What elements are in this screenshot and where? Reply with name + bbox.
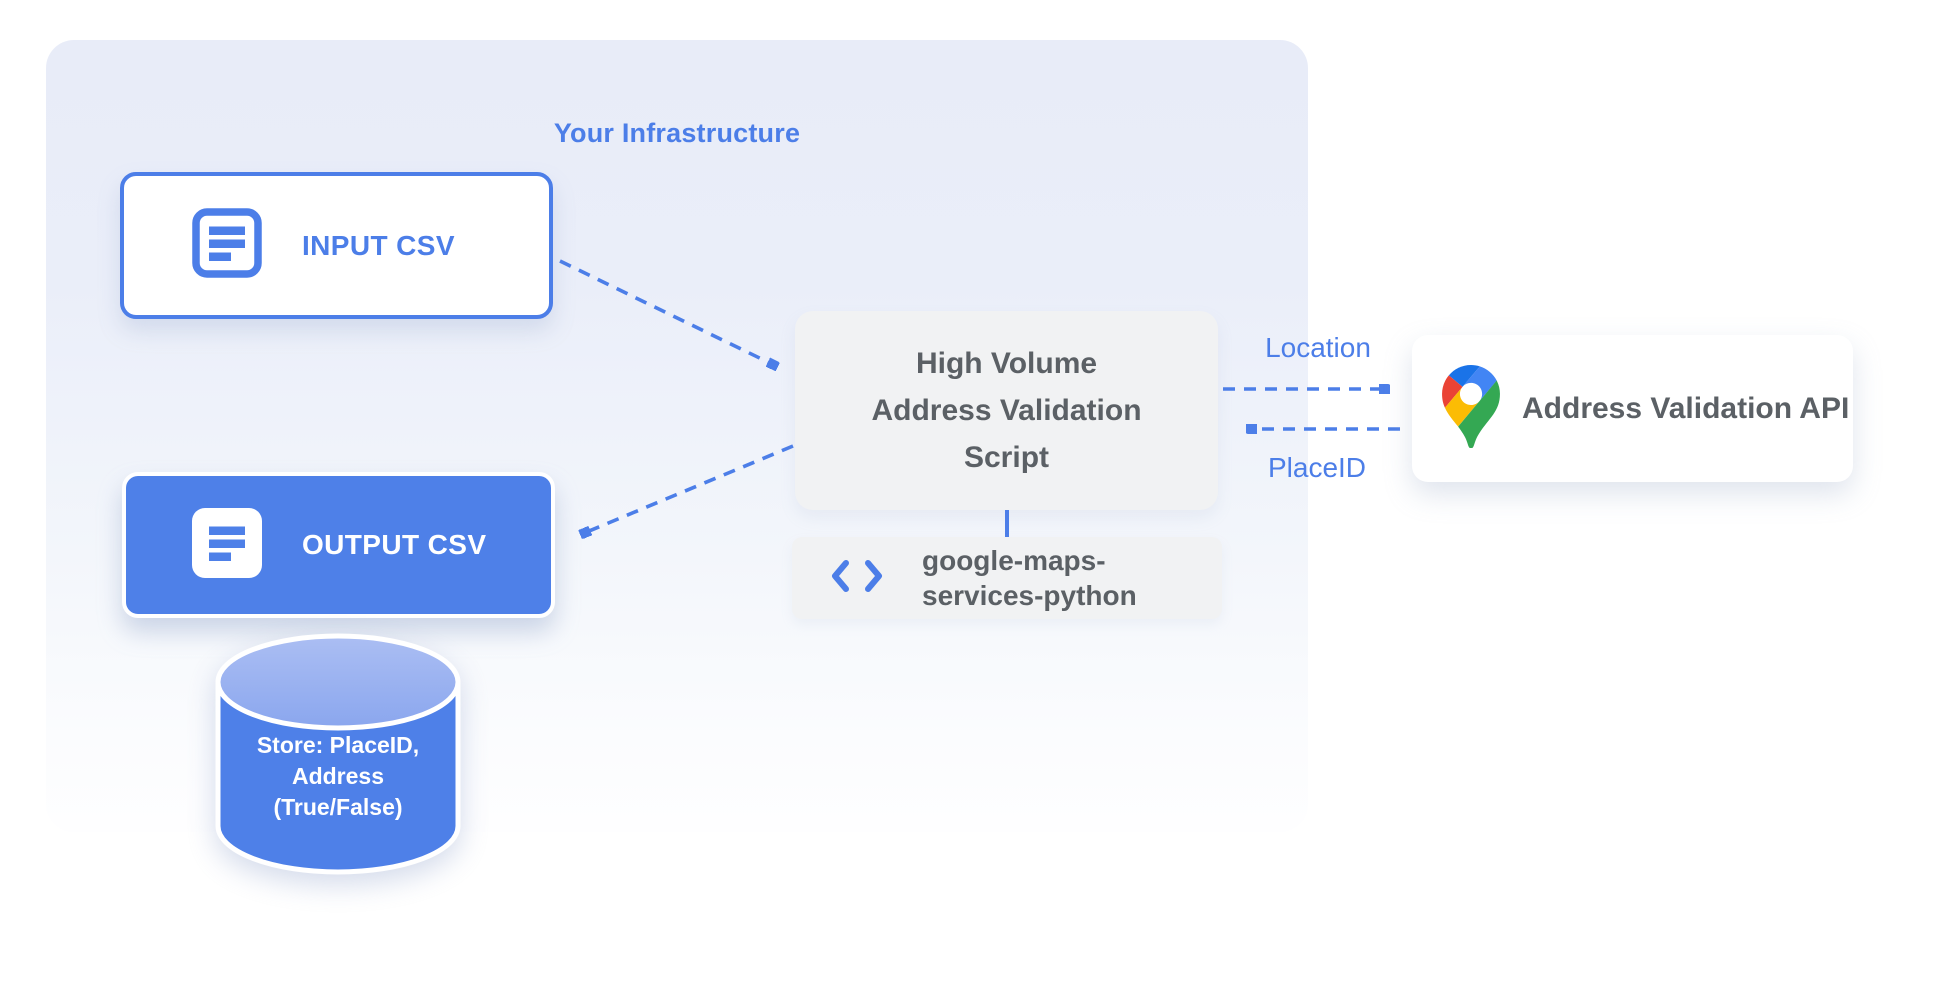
input-csv-node: INPUT CSV bbox=[120, 172, 553, 319]
script-label-line2: Address Validation bbox=[871, 394, 1142, 427]
script-label-line3: Script bbox=[963, 441, 1050, 474]
location-edge-label: Location bbox=[1265, 332, 1371, 363]
code-brackets-icon bbox=[830, 558, 884, 599]
library-label: google-maps- services-python bbox=[922, 543, 1137, 613]
infrastructure-title: Your Infrastructure bbox=[553, 118, 801, 148]
datastore-label: Store: PlaceID, Address (True/False) bbox=[203, 730, 473, 823]
document-icon bbox=[192, 208, 262, 283]
api-label: Address Validation API bbox=[1522, 391, 1850, 425]
datastore-cylinder: Store: PlaceID, Address (True/False) bbox=[203, 624, 473, 890]
output-csv-node: OUTPUT CSV bbox=[122, 472, 555, 618]
script-library-connector bbox=[1005, 510, 1009, 538]
output-csv-label: OUTPUT CSV bbox=[302, 529, 487, 560]
script-label-line1: High Volume bbox=[915, 347, 1098, 380]
api-node: Address Validation API bbox=[1412, 335, 1853, 482]
library-label-line2: services-python bbox=[922, 580, 1137, 611]
placeid-edge-label: PlaceID bbox=[1267, 452, 1367, 483]
script-node: High Volume Address Validation Script bbox=[795, 311, 1218, 510]
input-csv-label: INPUT CSV bbox=[302, 229, 455, 261]
library-node: google-maps- services-python bbox=[792, 537, 1222, 619]
google-maps-pin-icon bbox=[1442, 364, 1500, 453]
database-cylinder-shape bbox=[215, 633, 461, 875]
library-label-line1: google-maps- bbox=[922, 545, 1106, 576]
datastore-label-line2: Address bbox=[291, 763, 385, 789]
document-icon bbox=[192, 507, 262, 583]
datastore-label-line3: (True/False) bbox=[273, 794, 403, 820]
datastore-label-line1: Store: PlaceID, bbox=[256, 732, 420, 758]
